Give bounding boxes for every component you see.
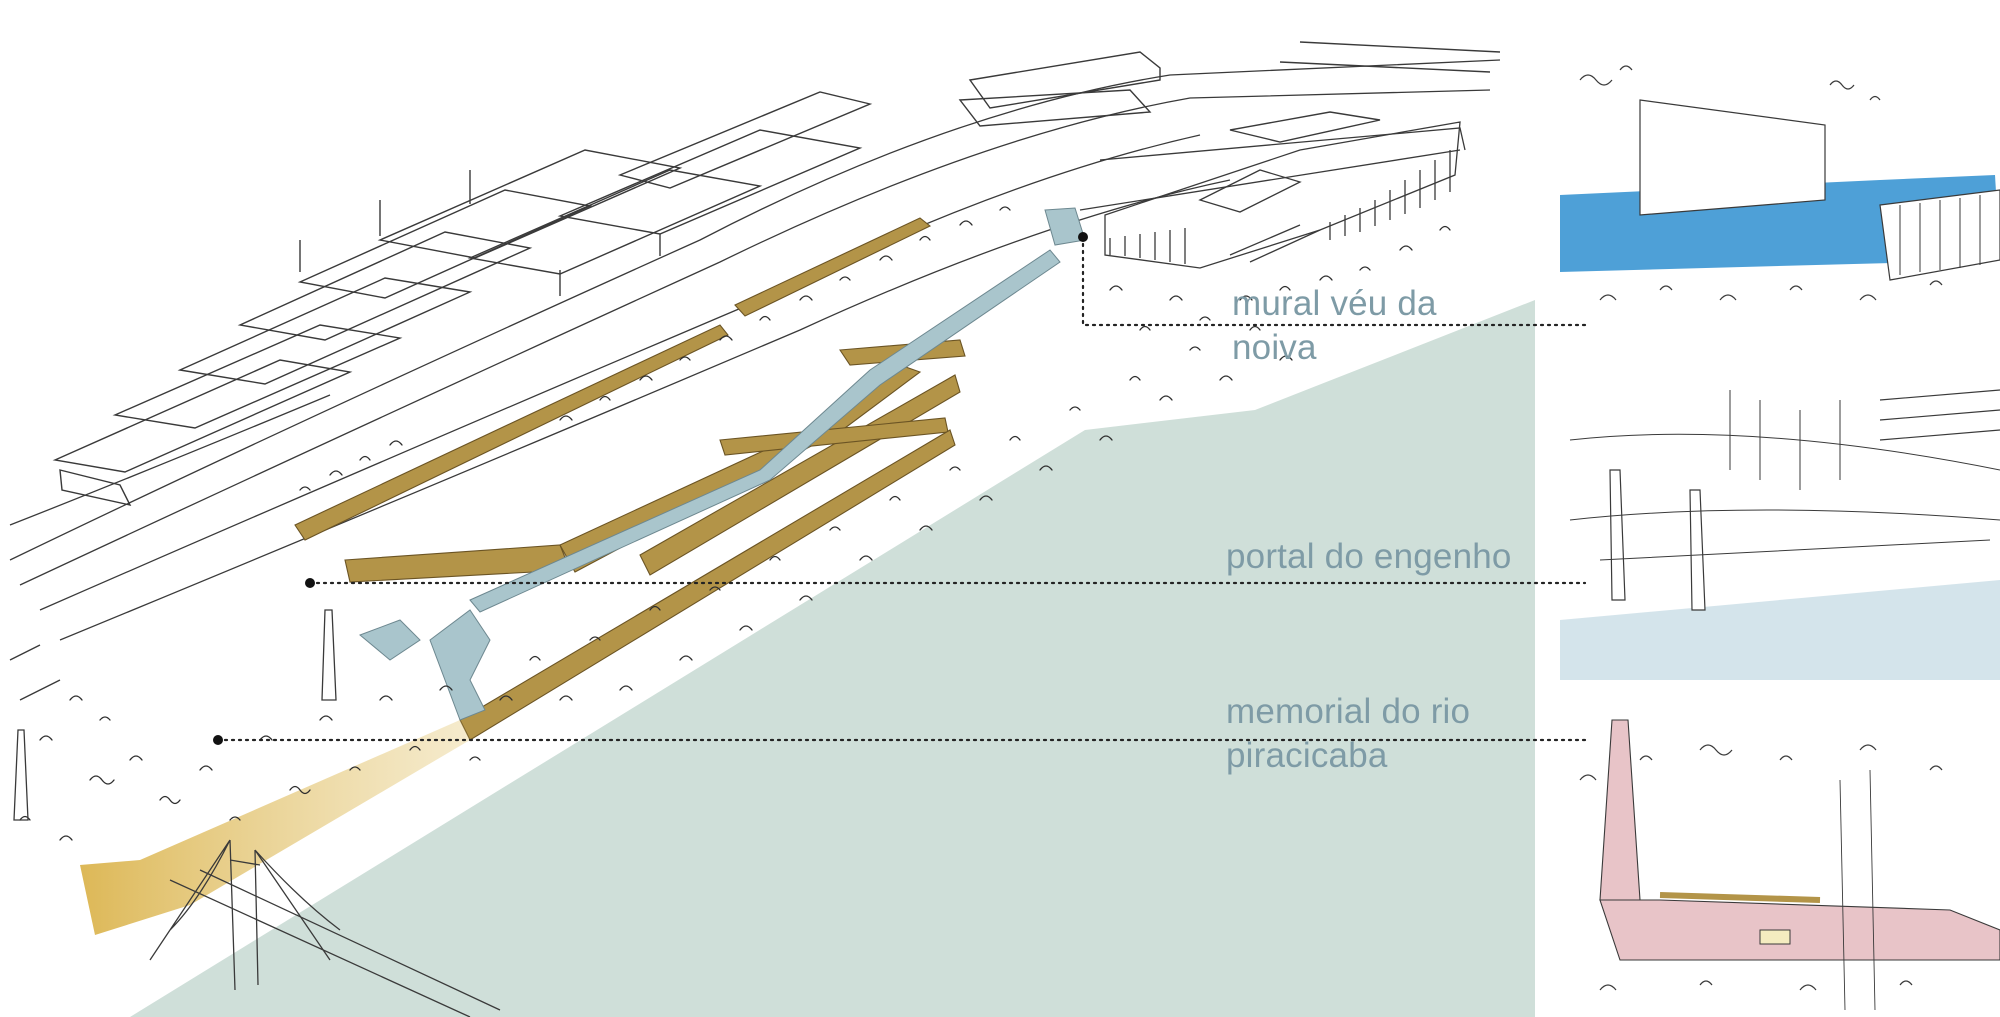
label-memorial-line2: piracicaba [1226,736,1388,775]
leader-mural [1081,235,1587,327]
label-memorial-line1: memorial do rio [1226,692,1471,731]
city-blocks [9,41,1501,701]
label-portal-do-engenho: portal do engenho [1226,535,1512,579]
chimney-and-bridge [13,609,501,1017]
factory-buildings [1104,121,1461,269]
label-mural-line2: noiva [1232,328,1317,367]
vignette-mural-sketch [1560,65,2000,301]
callout-leaders [216,235,1587,742]
callout-markers [213,232,1088,745]
vignette-portal-sketch [1560,389,2000,680]
label-mural-line1: mural véu da [1232,284,1437,323]
label-memorial-do-rio-piracicaba: memorial do rio piracicaba [1226,690,1470,778]
marker-mural-dot-icon [1078,232,1088,242]
label-mural-veu-da-noiva: mural véu da noiva [1232,282,1437,370]
river-area [130,300,1535,1017]
marker-memorial-dot-icon [213,735,223,745]
road-lines [9,59,1501,641]
gold-path [80,720,470,935]
marker-portal-dot-icon [305,578,315,588]
vignette-memorial-sketch [1579,719,2000,1011]
vegetation-scribbles [19,206,1451,841]
water-channel [359,207,1086,721]
label-portal-line1: portal do engenho [1226,537,1512,576]
